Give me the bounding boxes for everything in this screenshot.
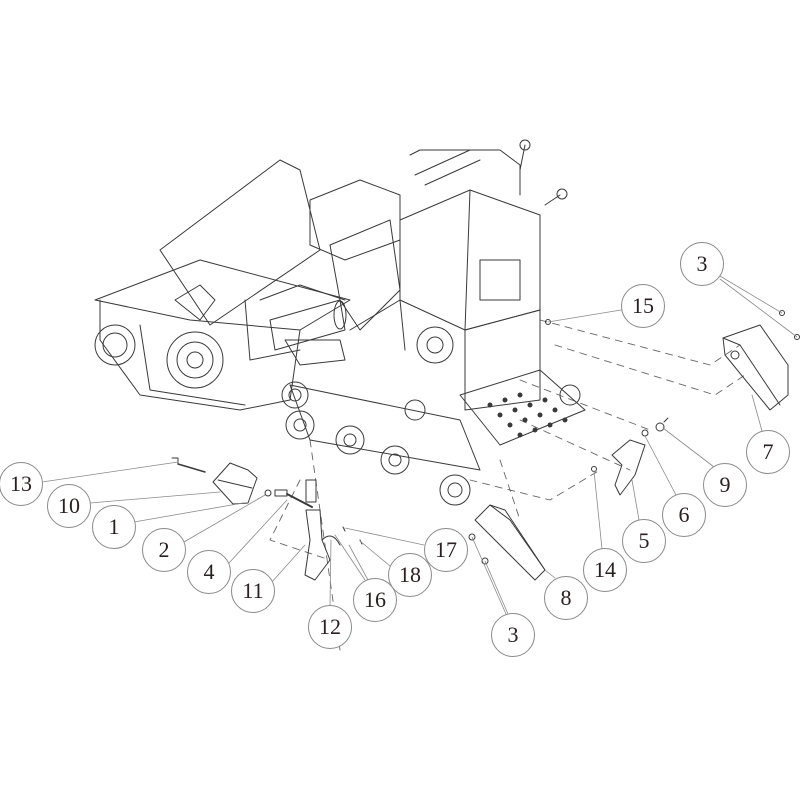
part-3-bolts-upper	[779, 310, 800, 340]
part-4-rod	[286, 493, 313, 508]
engine	[309, 179, 454, 364]
callout-15: 15	[621, 284, 665, 328]
callout-17: 17	[424, 528, 468, 572]
callout-14: 14	[583, 548, 627, 592]
part-7-guard	[722, 324, 789, 411]
operator-platform	[459, 369, 586, 446]
callout-1: 1	[92, 505, 136, 549]
callout-4: 4	[187, 550, 231, 594]
callout-8: 8	[544, 576, 588, 620]
control-tower	[399, 139, 568, 411]
callout-18: 18	[388, 553, 432, 597]
part-5-latch	[611, 439, 646, 496]
part-10-bracket	[212, 462, 258, 505]
callout-13: 13	[0, 462, 43, 506]
part-12-spring	[321, 535, 341, 546]
part-2-fitting	[264, 489, 288, 497]
part-13-pin	[171, 457, 206, 473]
leader-lines	[41, 275, 798, 615]
part-11-lever	[304, 479, 331, 581]
part-9-spring	[655, 417, 669, 432]
track-undercarriage	[281, 381, 481, 506]
callout-6: 6	[662, 493, 706, 537]
callout-3-upper: 3	[680, 242, 724, 286]
callout-11: 11	[231, 569, 275, 613]
part-15-nut	[545, 319, 551, 325]
part-3-bolts-lower	[468, 533, 489, 565]
rotor-housing	[94, 159, 351, 411]
callout-3-lower: 3	[491, 613, 535, 657]
callout-2: 2	[142, 528, 186, 572]
part-8-cover	[474, 504, 546, 581]
callout-10: 10	[47, 484, 91, 528]
drive-shaft	[269, 299, 347, 366]
part-17-bolt	[342, 526, 346, 532]
assembly-guide-lines	[269, 319, 746, 651]
callout-5: 5	[622, 519, 666, 563]
callout-12: 12	[308, 605, 352, 649]
callout-7: 7	[746, 430, 790, 474]
part-6-washer	[641, 429, 649, 437]
callout-9: 9	[703, 463, 747, 507]
